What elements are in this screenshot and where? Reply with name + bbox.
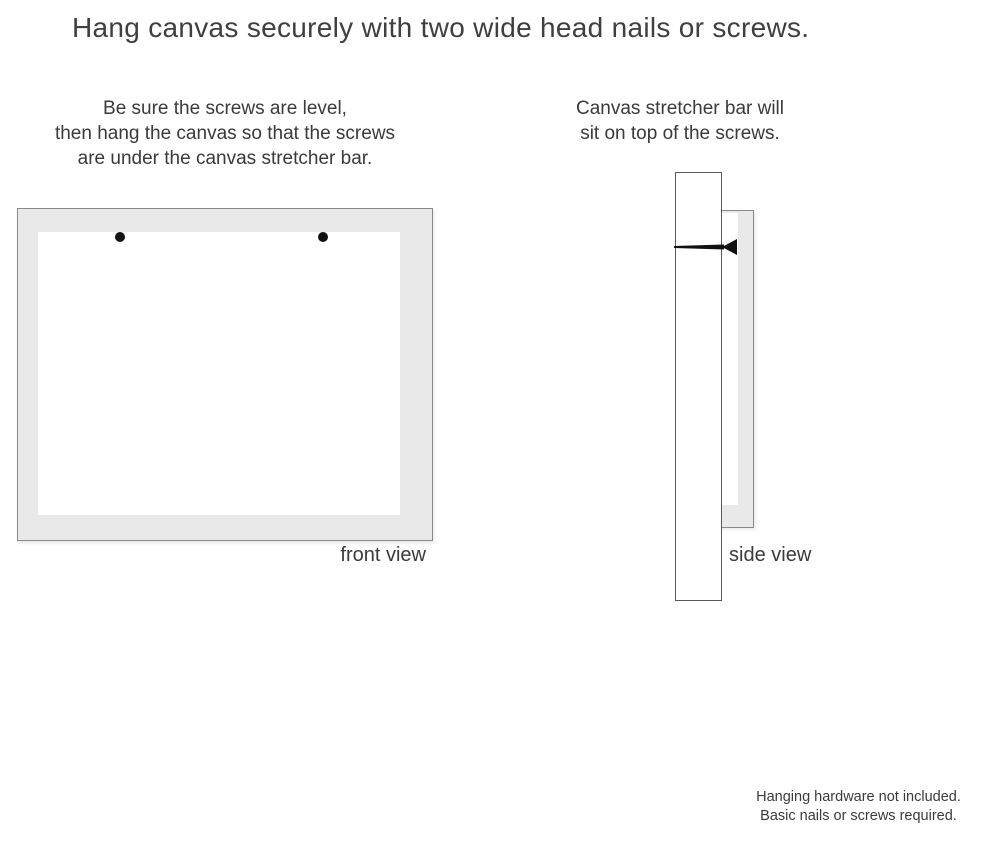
front-instruction-line: are under the canvas stretcher bar.	[77, 148, 373, 169]
front-view-label: front view	[340, 544, 426, 566]
hardware-note-line: Basic nails or screws required.	[760, 807, 957, 824]
side-view-label: side view	[729, 544, 812, 566]
canvas-inner-face	[38, 232, 400, 515]
side-instruction-line: sit on top of the screws.	[580, 123, 780, 144]
hardware-note: Hanging hardware not included. Basic nai…	[737, 788, 980, 825]
screw-left-icon	[115, 232, 125, 242]
side-view-instruction: Canvas stretcher bar will sit on top of …	[560, 96, 800, 146]
front-instruction-line: then hang the canvas so that the screws	[54, 123, 396, 144]
screw-right-icon	[318, 232, 328, 242]
hardware-note-line: Hanging hardware not included.	[756, 789, 961, 805]
stretcher-bar-strip	[722, 213, 738, 505]
front-view-instruction: Be sure the screws are level, then hang …	[30, 96, 420, 171]
canvas-side-profile	[716, 210, 754, 528]
nail-icon	[674, 239, 737, 255]
wall-side-profile	[675, 172, 722, 601]
canvas-front-view-diagram	[17, 208, 433, 541]
front-instruction-line: Be sure the screws are level,	[103, 98, 347, 119]
page-title: Hang canvas securely with two wide head …	[72, 12, 810, 43]
side-instruction-line: Canvas stretcher bar will	[575, 98, 785, 119]
